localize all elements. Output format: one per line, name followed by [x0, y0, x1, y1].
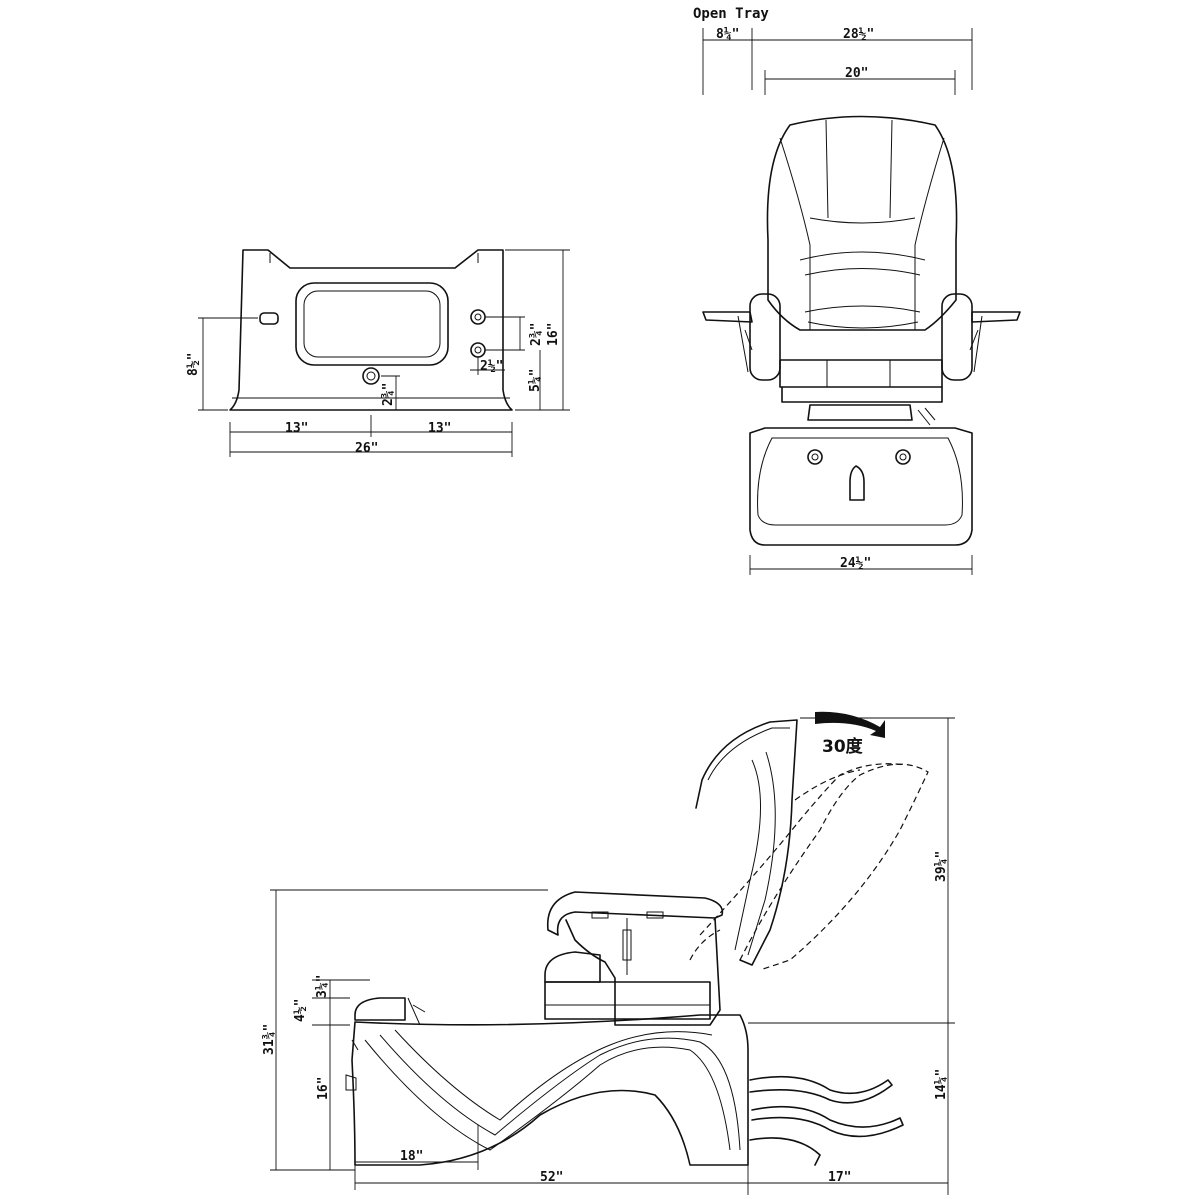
chair-armrests	[702, 293, 1021, 381]
dim-seat-height: 31¾"	[262, 1024, 277, 1055]
dim-base-width: 24½"	[840, 556, 871, 571]
side-seat	[544, 951, 711, 1020]
dim-side-height: 8½"	[186, 353, 201, 376]
side-backrest	[695, 719, 798, 966]
dim-tray-depth: 8¼"	[716, 27, 739, 42]
dim-total-width: 26"	[355, 441, 378, 456]
dim-knob-height: 5¼"	[528, 369, 543, 392]
tray-left	[702, 311, 753, 323]
knob-icon	[807, 449, 823, 465]
dim-foot-length: 18"	[400, 1149, 423, 1164]
side-armrest	[546, 891, 724, 1026]
dim-drain-height: 2¾"	[381, 383, 396, 406]
side-view: 30度 31¾" 3¼" 4½" 16" 18" 52" 17"	[262, 711, 955, 1195]
basin-body	[229, 249, 513, 411]
chair-backrest	[766, 115, 958, 331]
knob-icon	[470, 342, 486, 358]
dim-total-length: 52"	[540, 1170, 563, 1185]
dim-overall-width: 28½"	[843, 27, 874, 42]
dim-basin-rim-top: 3¼"	[315, 975, 330, 998]
front-view-title: Open Tray	[693, 6, 769, 22]
dim-knob-spacing: 2¾"	[529, 323, 544, 346]
dim-footrest-length: 17"	[828, 1170, 851, 1185]
dim-knob-offset: 2½"	[480, 359, 503, 374]
chair-seat	[779, 359, 943, 403]
dim-basin-rim-mid: 4½"	[293, 999, 308, 1022]
side-dimensions: 31¾" 3¼" 4½" 16" 18" 52" 17" 39¼" 14¼"	[262, 717, 955, 1195]
switch-icon	[259, 312, 279, 325]
dim-basin-height: 16"	[316, 1077, 331, 1100]
front-view: Open Tray 8¼" 28½" 20" 24½"	[693, 6, 1021, 575]
dim-base-height: 14¼"	[934, 1069, 949, 1100]
side-reclined-backrest	[689, 763, 929, 971]
basin-dimensions: 13" 13" 26" 16" 2¾" 2½" 5¼" 2¾" 8½"	[186, 249, 570, 457]
spout-icon	[849, 465, 865, 501]
basin-window	[295, 282, 449, 366]
dim-half-left: 13"	[285, 421, 308, 436]
dim-half-right: 13"	[428, 421, 451, 436]
recline-arrow: 30度	[815, 711, 885, 757]
tray-right	[971, 311, 1021, 323]
dim-height: 16"	[546, 323, 561, 346]
side-footrest	[749, 1075, 904, 1166]
front-dimensions: 8¼" 28½" 20" 24½"	[702, 27, 973, 575]
front-basin	[749, 404, 973, 546]
side-basin	[345, 997, 749, 1166]
knob-icon	[895, 449, 911, 465]
recline-angle-label: 30度	[822, 736, 864, 757]
drain-icon	[362, 367, 380, 385]
dim-chair-height: 39¼"	[934, 851, 949, 882]
basin-view: 13" 13" 26" 16" 2¾" 2½" 5¼" 2¾" 8½"	[186, 249, 570, 457]
dim-seat-width: 20"	[845, 66, 868, 81]
knob-icon	[470, 309, 486, 325]
